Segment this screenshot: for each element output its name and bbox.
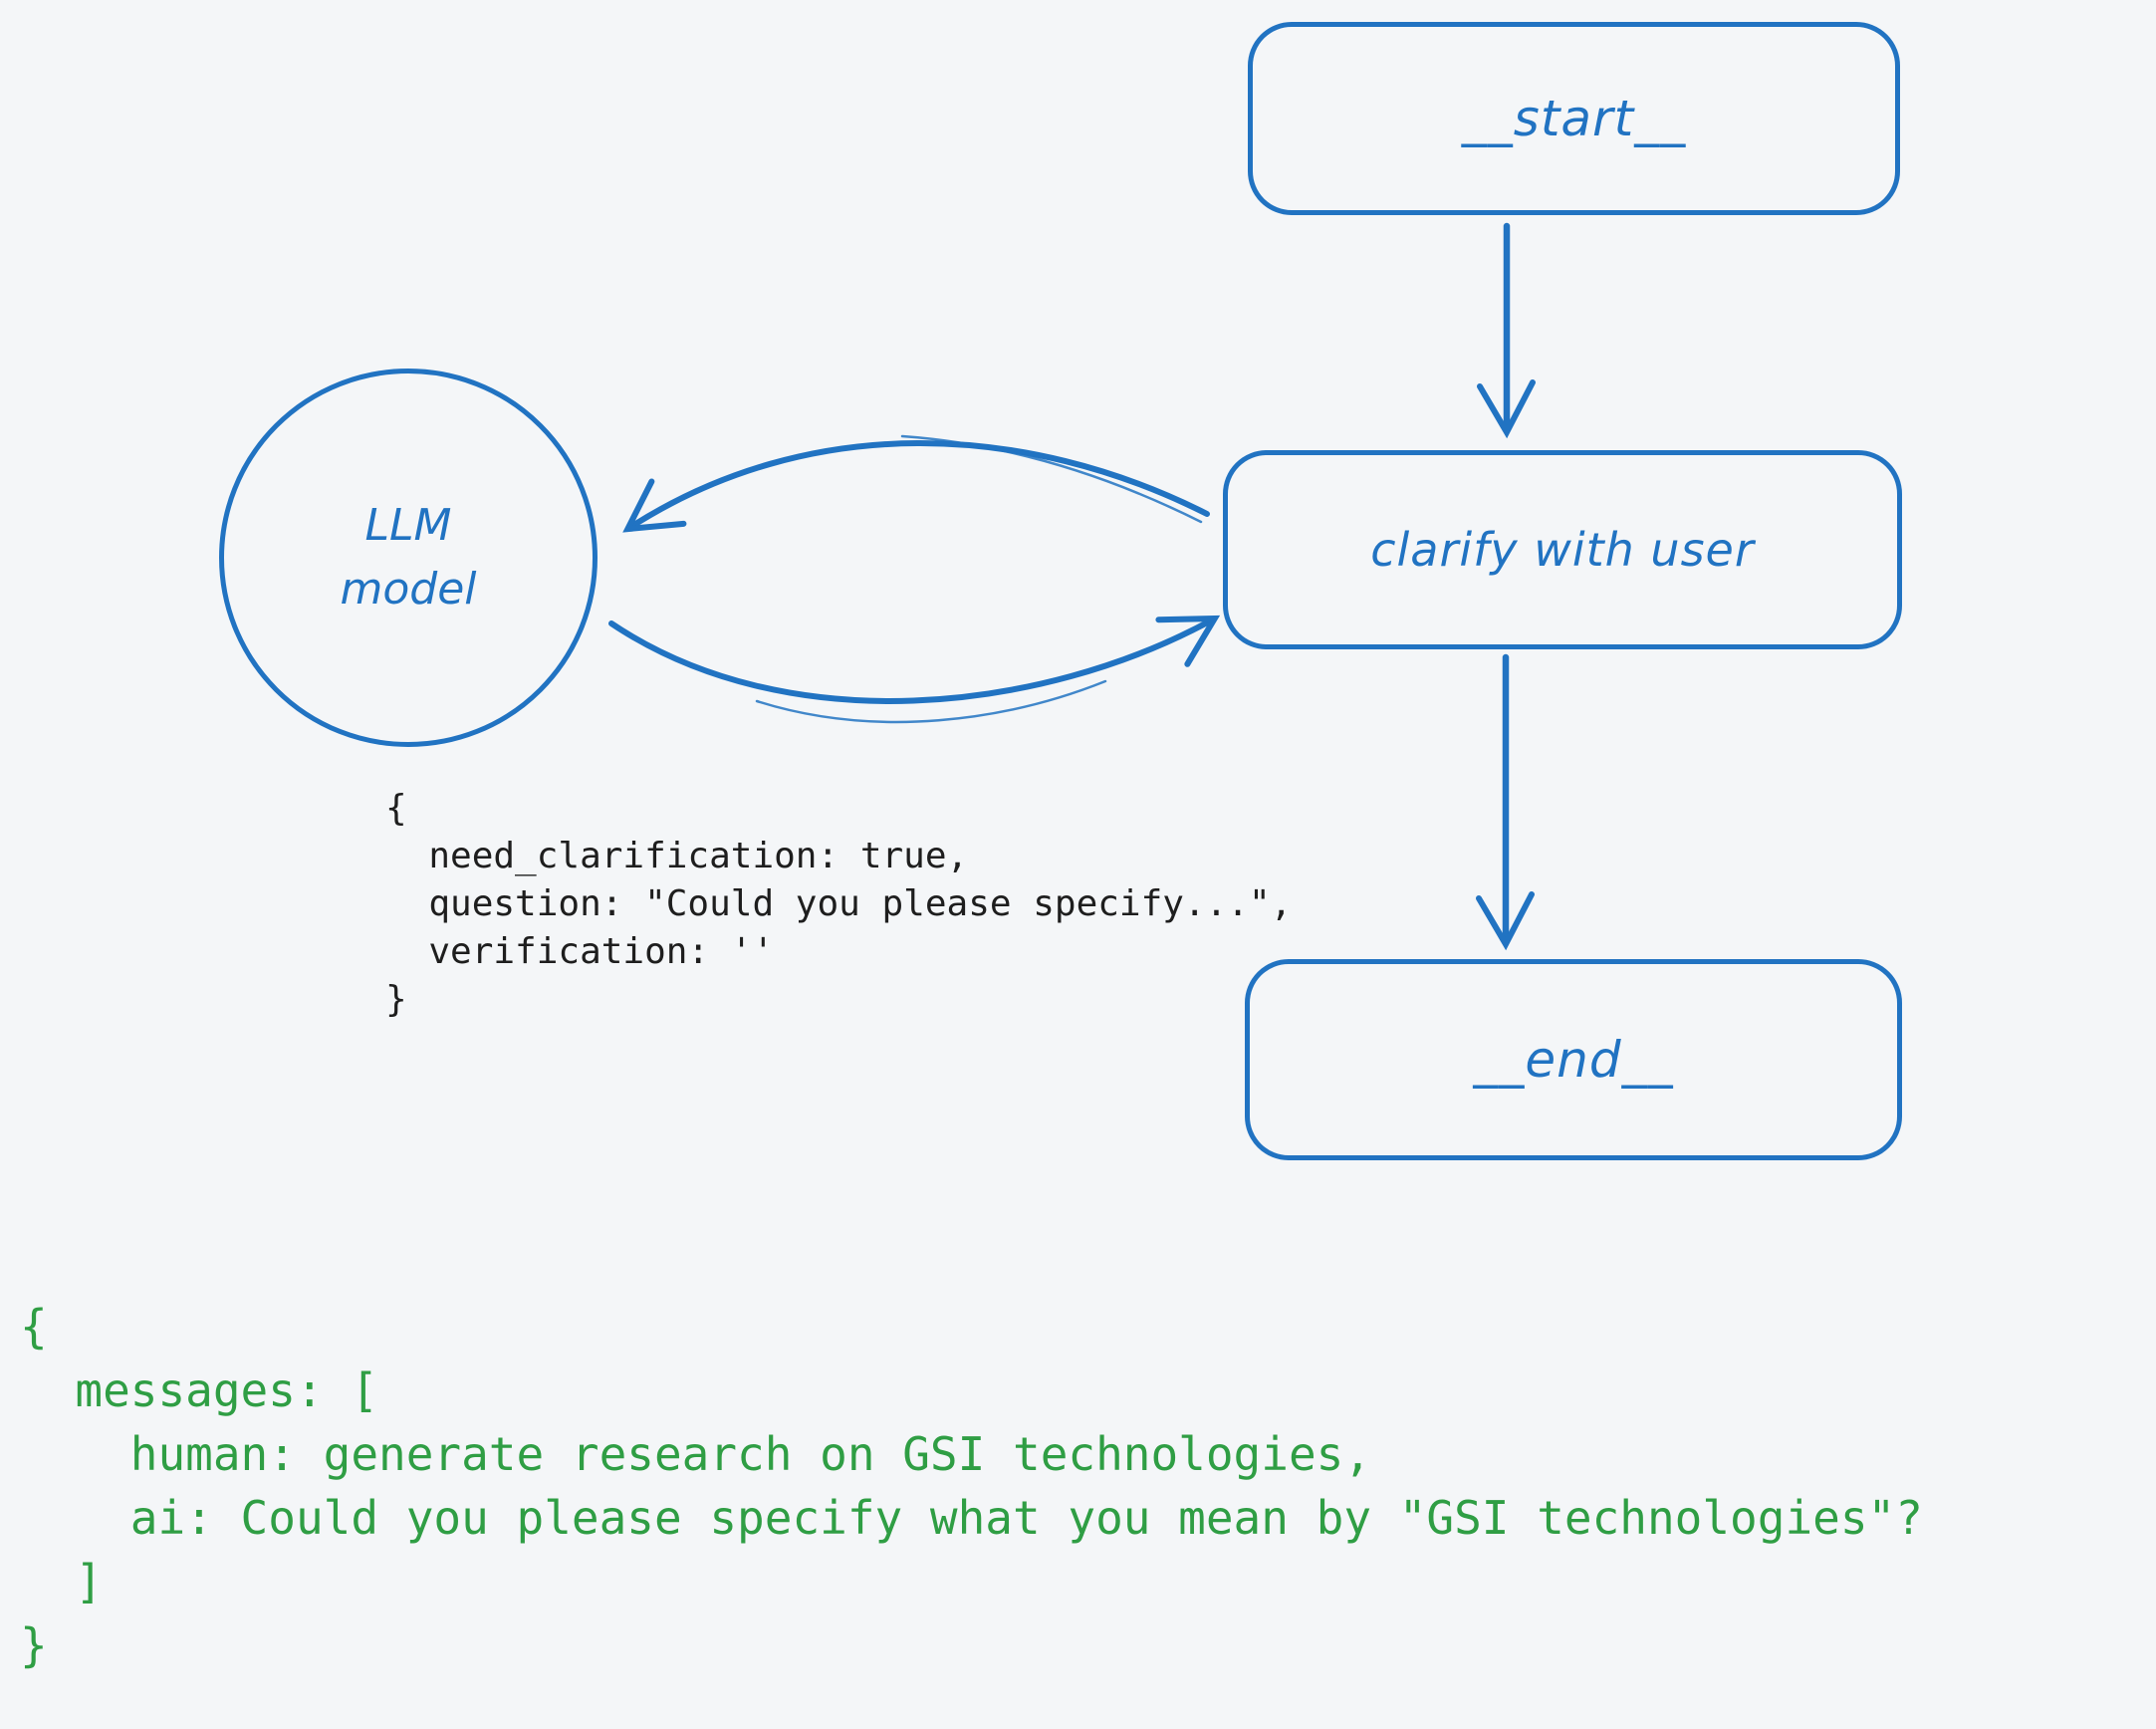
- llm-node-label-line1: LLM: [364, 500, 452, 551]
- start-node-label: __start__: [1461, 90, 1687, 147]
- llm-output-code-annotation: { need_clarification: true, question: "C…: [385, 788, 1293, 1020]
- llm-node-label-line2: model: [340, 564, 477, 615]
- arrow-clarify-to-llm-sketch-stroke: [900, 434, 1203, 524]
- clarify-node-label: clarify with user: [1370, 523, 1755, 577]
- clarify-with-user-node: clarify with user: [1223, 450, 1902, 649]
- end-node: __end__: [1245, 959, 1902, 1160]
- messages-state-code-block: { messages: [ human: generate research o…: [20, 1300, 1923, 1672]
- start-node: __start__: [1248, 22, 1900, 215]
- arrow-llm-to-clarify: [608, 615, 1221, 704]
- llm-model-node: LLM model: [219, 369, 598, 747]
- end-node-label: __end__: [1473, 1031, 1674, 1089]
- arrow-clarify-to-llm: [622, 440, 1210, 533]
- arrow-llm-to-clarify-sketch-stroke: [755, 679, 1107, 724]
